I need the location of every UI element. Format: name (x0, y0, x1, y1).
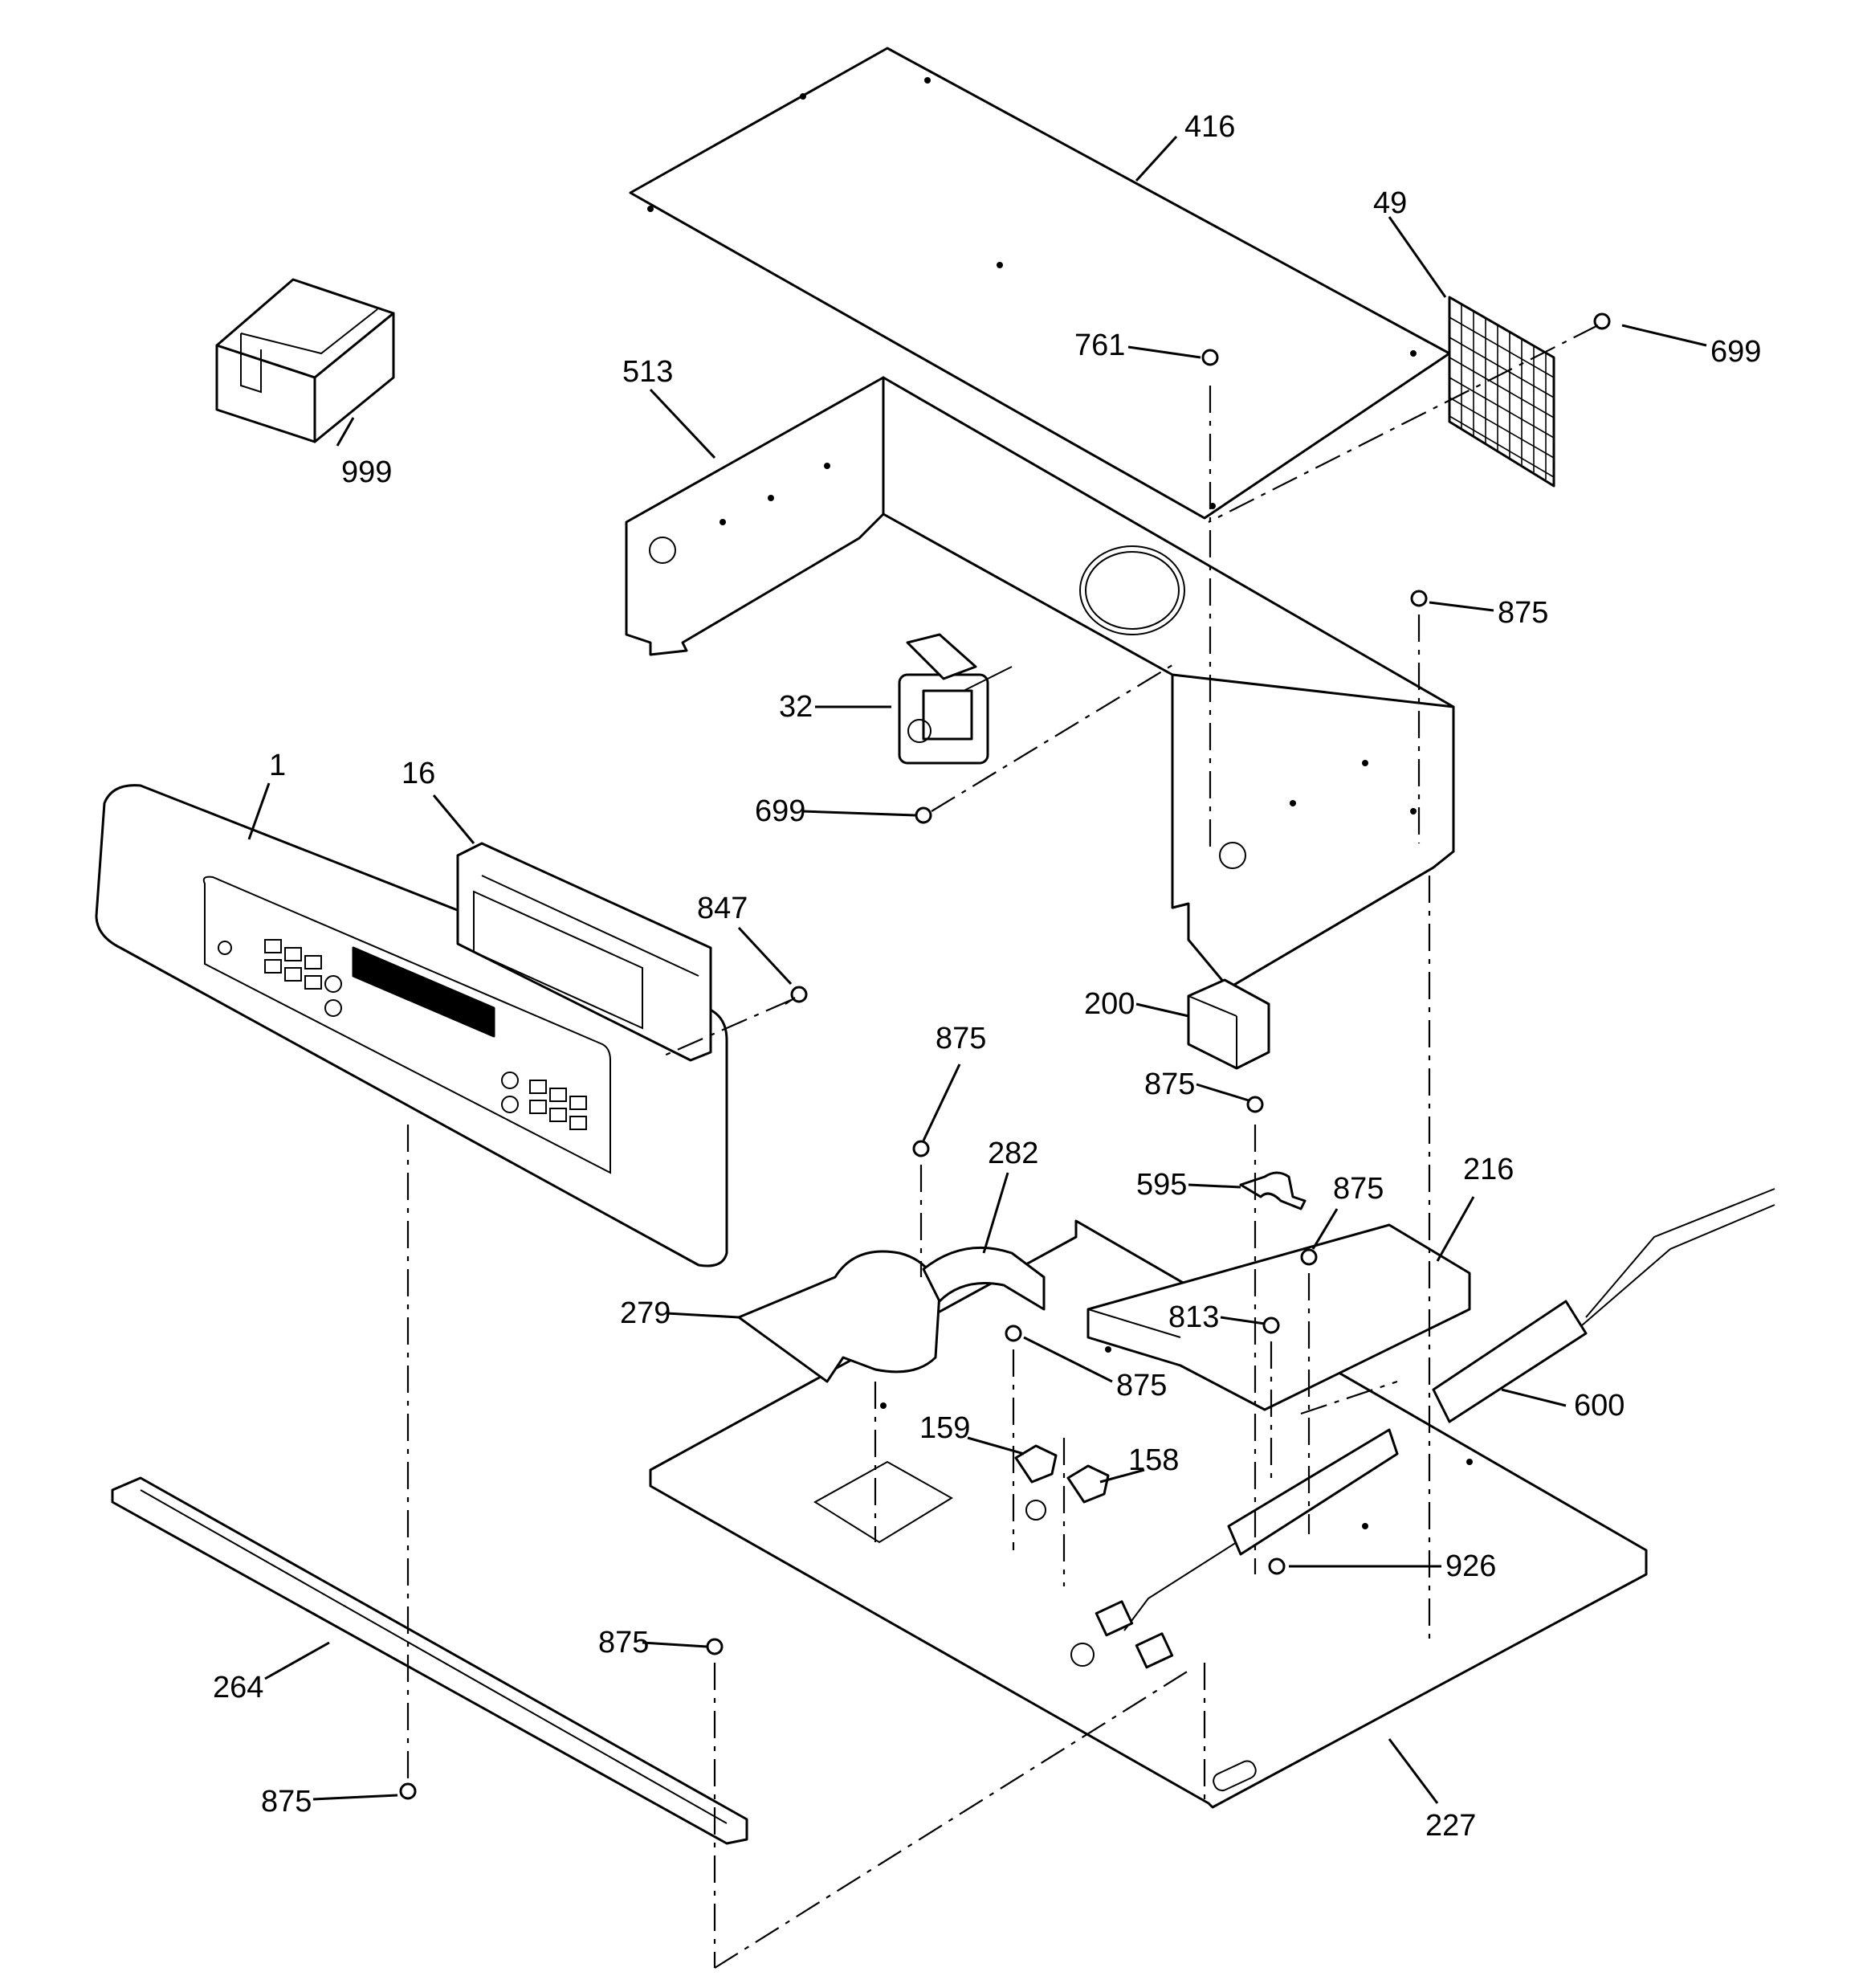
callout-875: 875 (261, 1785, 312, 1819)
callout-699: 699 (755, 794, 805, 828)
callout-416: 416 (1184, 110, 1235, 144)
top-cover-panel (629, 47, 1451, 520)
assembly-lines (406, 325, 1599, 1969)
callout-513: 513 (622, 355, 673, 389)
screw-847 (785, 986, 808, 1005)
vent-duct (737, 1246, 1046, 1383)
callout-1: 1 (269, 749, 286, 782)
mesh-screen (1448, 296, 1555, 488)
callout-595: 595 (1136, 1168, 1187, 1202)
callout-999: 999 (341, 455, 392, 489)
fan-motor (898, 633, 1013, 765)
callout-159: 159 (919, 1411, 970, 1445)
callout-926: 926 (1445, 1549, 1496, 1583)
callout-158: 158 (1128, 1443, 1179, 1477)
callout-875: 875 (1498, 596, 1548, 630)
callouts: 416 49 699 761 513 999 875 32 699 1 16 8… (213, 110, 1761, 1843)
insulation-block (1187, 978, 1270, 1070)
literature-box (215, 278, 395, 443)
callout-875: 875 (598, 1626, 649, 1659)
control-board (456, 842, 712, 1062)
callout-32: 32 (779, 690, 813, 724)
callout-875: 875 (1333, 1172, 1384, 1206)
callout-216: 216 (1463, 1153, 1514, 1186)
callout-761: 761 (1074, 329, 1125, 362)
callout-600: 600 (1574, 1389, 1625, 1423)
leader-lines (247, 135, 1707, 1804)
screws (399, 312, 1611, 1800)
callout-49: 49 (1373, 186, 1407, 220)
wire-conduit (1095, 1188, 1775, 1669)
clamp-bracket (1239, 1171, 1307, 1210)
callout-875: 875 (1144, 1067, 1195, 1101)
callout-264: 264 (213, 1671, 263, 1704)
cover-plate (1086, 1223, 1471, 1411)
callout-282: 282 (988, 1137, 1038, 1170)
callout-875: 875 (936, 1022, 986, 1055)
callout-16: 16 (402, 757, 435, 790)
callout-227: 227 (1425, 1809, 1476, 1843)
thermostats (1014, 1444, 1110, 1504)
callout-847: 847 (697, 892, 748, 925)
callout-279: 279 (620, 1296, 671, 1330)
control-panel (95, 784, 728, 1268)
callout-813: 813 (1168, 1300, 1219, 1334)
wrapper-panel (625, 376, 1455, 990)
callout-200: 200 (1084, 987, 1135, 1021)
callout-875: 875 (1116, 1369, 1167, 1402)
front-trim-strip (111, 1476, 748, 1845)
callout-699: 699 (1710, 335, 1761, 369)
